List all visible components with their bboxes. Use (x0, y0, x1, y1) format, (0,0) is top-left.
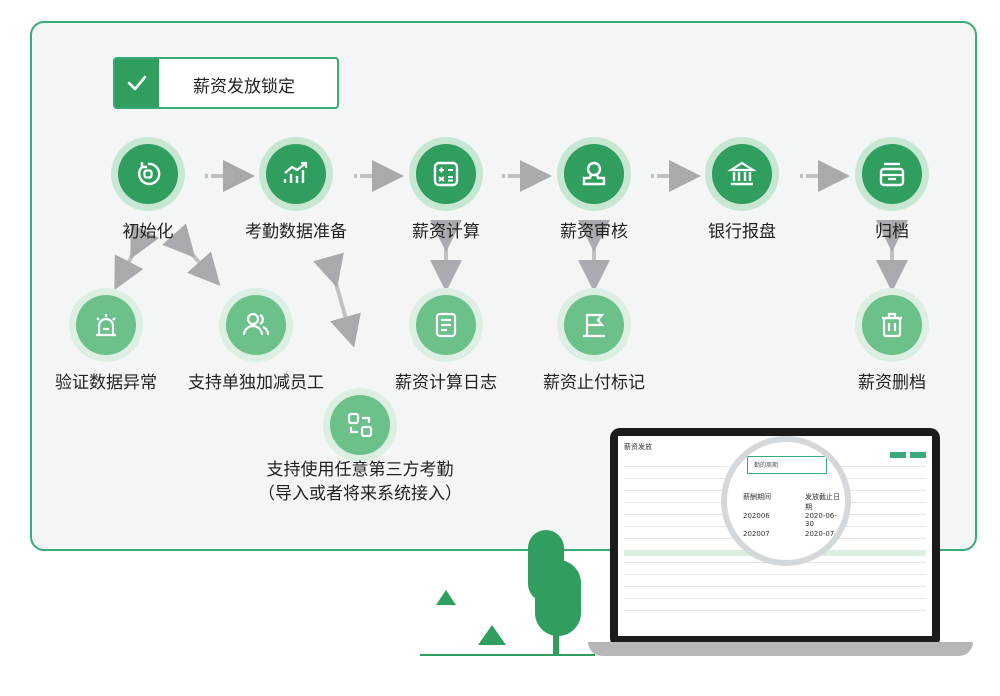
calculator-icon (416, 144, 476, 204)
magnifier-cell: 2020-06-30 (805, 512, 837, 528)
alarm-icon (76, 295, 136, 355)
magnifier-col2: 发放截止日期 (805, 493, 840, 511)
sub-delete-label: 薪资删档 (858, 373, 926, 393)
preview-title: 薪资发放 (624, 443, 652, 451)
trash-icon (862, 295, 922, 355)
users-icon (226, 295, 286, 355)
sub-stop-label: 薪资止付标记 (543, 373, 645, 393)
bank-icon (712, 144, 772, 204)
payroll-lock-label: 薪资发放锁定 (193, 77, 295, 97)
magnifier-cell: 202007 (743, 530, 770, 538)
stamp-icon (564, 144, 624, 204)
magnifier-cell: 2020-07-1 (805, 530, 842, 538)
chart-icon (266, 144, 326, 204)
laptop-illustration: 薪资发放 勤的周期 薪酬期间 发放截止日期 202006 2020-06-30 (588, 428, 973, 668)
tree-illustration (420, 530, 595, 656)
third-party-line2: （导入或者将来系统接入） (258, 484, 462, 504)
step-init-label: 初始化 (122, 222, 174, 242)
sub-employees-label: 支持单独加减员工 (188, 373, 324, 393)
payroll-app-preview: 薪资发放 勤的周期 薪酬期间 发放截止日期 202006 2020-06-30 (618, 436, 932, 636)
magnifier-popup: 勤的周期 (747, 456, 827, 474)
integration-icon (330, 395, 390, 455)
magnifier-col1: 薪酬期间 (743, 493, 771, 501)
flag-icon (564, 295, 624, 355)
laptop-base (588, 642, 973, 656)
restart-icon (118, 144, 178, 204)
third-party-line1: 支持使用任意第三方考勤 (266, 460, 454, 480)
log-icon (416, 295, 476, 355)
payroll-lock-badge: 薪资发放锁定 (113, 57, 339, 109)
sub-calclog-label: 薪资计算日志 (395, 373, 497, 393)
step-archive-label: 归档 (875, 222, 909, 242)
archive-icon (862, 144, 922, 204)
step-attendance-label: 考勤数据准备 (245, 222, 347, 242)
third-party-text: 支持使用任意第三方考勤 （导入或者将来系统接入） (220, 458, 500, 506)
magnifier: 勤的周期 薪酬期间 发放截止日期 202006 2020-06-30 20200… (721, 436, 851, 566)
magnifier-cell: 202006 (743, 512, 770, 520)
step-bank-label: 银行报盘 (708, 222, 776, 242)
laptop-screen: 薪资发放 勤的周期 薪酬期间 发放截止日期 202006 2020-06-30 (610, 428, 940, 648)
sub-validate-label: 验证数据异常 (55, 373, 157, 393)
check-icon (115, 59, 159, 107)
step-review-label: 薪资审核 (560, 222, 628, 242)
step-calc-label: 薪资计算 (412, 222, 480, 242)
